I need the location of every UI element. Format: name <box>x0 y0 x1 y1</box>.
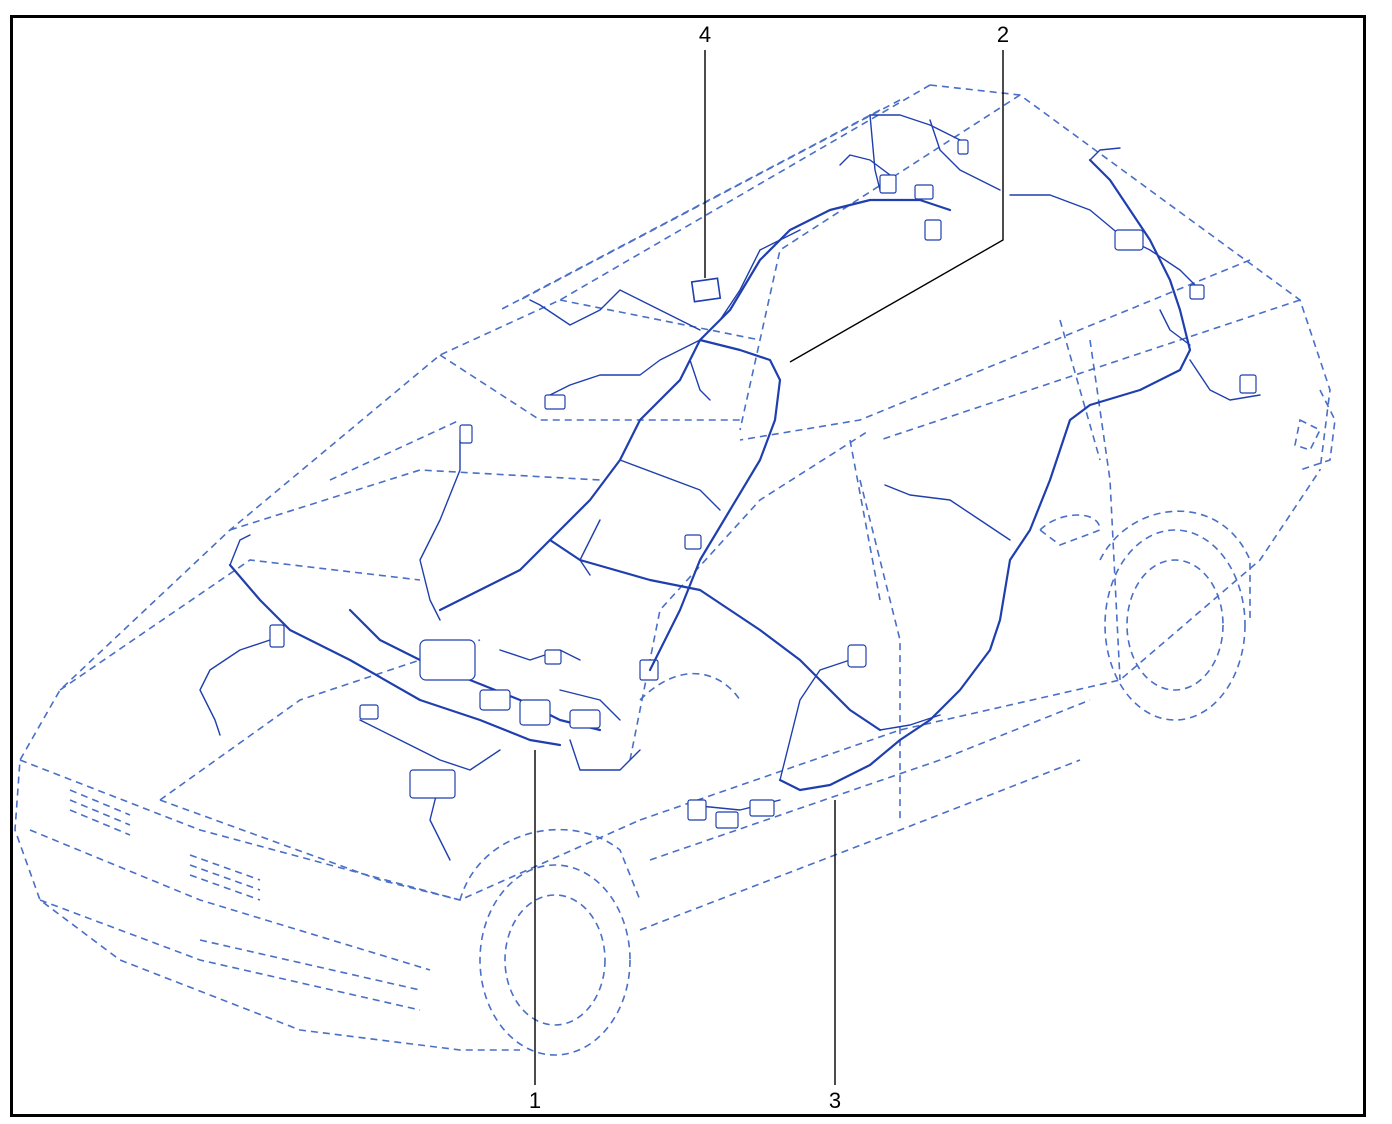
vehicle-body-outline <box>14 84 1336 1056</box>
module-item-4 <box>690 277 722 303</box>
diagram-frame <box>10 15 1366 1117</box>
leader-line-2 <box>789 50 1004 363</box>
harness-roof-connectors <box>544 139 969 550</box>
harness-engine-connectors <box>269 424 659 799</box>
harness-body-floor <box>689 147 1261 811</box>
harness-body-connectors <box>687 229 1257 829</box>
callout-label-4: 4 <box>698 22 712 47</box>
callout-label-2: 2 <box>996 22 1010 47</box>
callout-label-3: 3 <box>828 1088 842 1113</box>
callout-leaders <box>534 50 1004 1085</box>
harness-dashboard-roof <box>438 114 1001 732</box>
callout-label-1: 1 <box>528 1088 542 1113</box>
